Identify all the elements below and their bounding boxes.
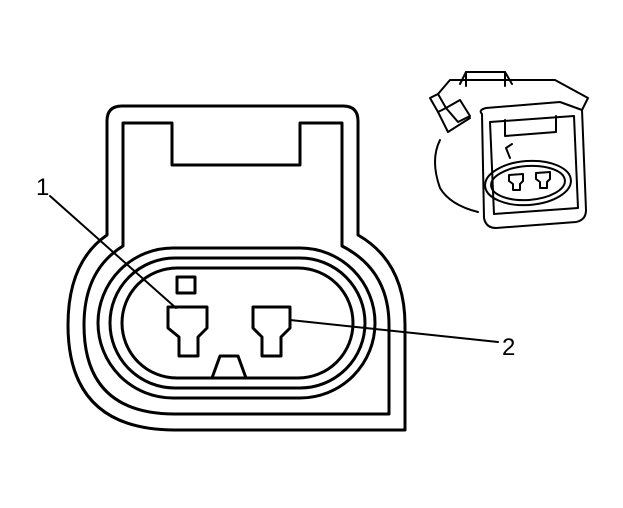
terminal-cavity-2 (251, 305, 292, 358)
seal-oval-middle (108, 256, 367, 390)
connector-housing-outline (66, 104, 407, 432)
leader-line-2 (289, 319, 499, 343)
callout-label-1: 1 (36, 174, 49, 201)
callout-label-2: 2 (502, 334, 515, 361)
terminal-cavity-1 (166, 305, 209, 358)
connector-back-body (437, 79, 589, 111)
connector-isometric-view (429, 71, 589, 229)
mini-terminal-1 (508, 173, 524, 191)
leader-line-1 (49, 195, 177, 309)
seal-oval-inner (120, 266, 355, 380)
connector-face-end-view (66, 104, 407, 432)
mini-terminal-2 (535, 171, 551, 189)
connector-inner-outline (82, 121, 391, 416)
bottom-key (210, 354, 248, 380)
connector-front-face (479, 101, 587, 229)
seal-oval-outer (96, 246, 377, 400)
connector-side-ribs (429, 93, 471, 123)
connector-mating-oval (484, 159, 572, 207)
connector-latch (459, 71, 513, 85)
connector-side-body (434, 139, 479, 213)
polarizing-key (175, 275, 197, 295)
